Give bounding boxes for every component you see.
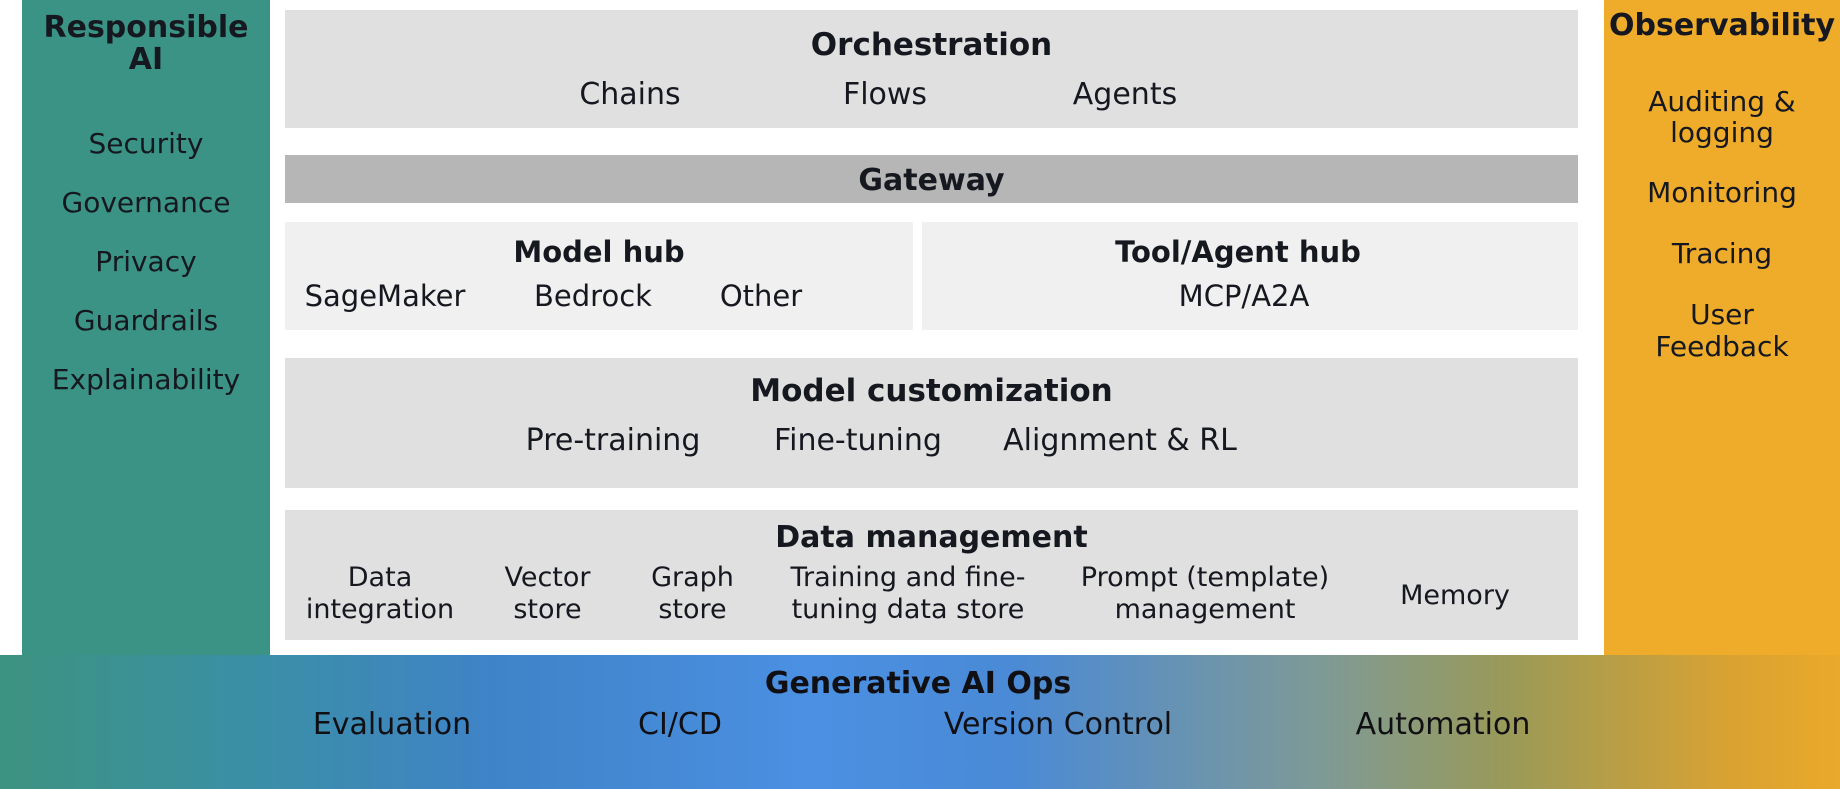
genai-ops-item-cicd: CI/CD bbox=[638, 707, 722, 742]
model-customization-title: Model customization bbox=[750, 373, 1113, 409]
model-hub-block: Model hub SageMaker Bedrock Other bbox=[285, 222, 913, 330]
model-hub-item-other: Other bbox=[719, 279, 803, 313]
genai-ops-item-automation: Automation bbox=[1355, 707, 1531, 742]
responsible-ai-item-guardrails: Guardrails bbox=[73, 303, 219, 337]
responsible-ai-title: Responsible AI bbox=[43, 10, 249, 77]
responsible-ai-item-security: Security bbox=[88, 127, 204, 160]
tool-agent-hub-title: Tool/Agent hub bbox=[1115, 235, 1361, 269]
observability-title: Observability bbox=[1609, 8, 1835, 43]
platform-stack: Orchestration Chains Flows Agents Gatewa… bbox=[285, 0, 1578, 658]
responsible-ai-item-explainability: Explainability bbox=[51, 362, 241, 396]
tool-agent-hub-block: Tool/Agent hub MCP/A2A bbox=[922, 222, 1578, 330]
observability-item-user-feedback: User Feedback bbox=[1655, 298, 1789, 364]
observability-pillar: Observability Auditing & logging Monitor… bbox=[1604, 0, 1840, 658]
data-management-item-prompt-management: Prompt (template) management bbox=[1080, 562, 1330, 626]
model-customization-block: Model customization Pre-training Fine-tu… bbox=[285, 358, 1578, 488]
observability-item-tracing: Tracing bbox=[1671, 237, 1773, 271]
data-management-item-training-data-store: Training and fine- tuning data store bbox=[790, 562, 1026, 626]
data-management-item-memory: Memory bbox=[1400, 580, 1510, 611]
data-management-block: Data management Data integration Vector … bbox=[285, 510, 1578, 640]
model-customization-item-fine-tuning: Fine-tuning bbox=[774, 423, 942, 458]
responsible-ai-pillar: Responsible AI Security Governance Priva… bbox=[22, 0, 270, 658]
orchestration-title: Orchestration bbox=[810, 27, 1053, 63]
model-hub-title: Model hub bbox=[513, 235, 685, 269]
model-customization-item-alignment-rl: Alignment & RL bbox=[1003, 423, 1237, 458]
model-hub-item-sagemaker: SageMaker bbox=[304, 279, 466, 313]
data-management-item-vector-store: Vector store bbox=[504, 562, 591, 626]
data-management-title: Data management bbox=[775, 520, 1088, 555]
genai-ops-bar: Generative AI Ops Evaluation CI/CD Versi… bbox=[0, 655, 1840, 789]
genai-ops-title: Generative AI Ops bbox=[764, 666, 1072, 701]
observability-item-monitoring: Monitoring bbox=[1647, 176, 1797, 210]
model-customization-item-pre-training: Pre-training bbox=[525, 423, 701, 458]
observability-item-auditing-logging: Auditing & logging bbox=[1648, 84, 1796, 150]
orchestration-item-flows: Flows bbox=[842, 77, 928, 112]
data-management-item-data-integration: Data integration bbox=[305, 562, 455, 626]
gateway-block: Gateway bbox=[285, 155, 1578, 203]
genai-ops-item-evaluation: Evaluation bbox=[312, 707, 472, 742]
genai-ops-item-version-control: Version Control bbox=[943, 707, 1173, 742]
model-hub-item-bedrock: Bedrock bbox=[534, 279, 652, 313]
orchestration-item-agents: Agents bbox=[1072, 77, 1178, 112]
tool-agent-hub-item-mcp-a2a: MCP/A2A bbox=[1178, 279, 1310, 313]
orchestration-item-chains: Chains bbox=[579, 77, 681, 112]
orchestration-block: Orchestration Chains Flows Agents bbox=[285, 10, 1578, 128]
data-management-item-graph-store: Graph store bbox=[651, 562, 734, 626]
responsible-ai-item-privacy: Privacy bbox=[95, 244, 197, 278]
responsible-ai-item-governance: Governance bbox=[61, 185, 231, 219]
gateway-title: Gateway bbox=[858, 163, 1005, 198]
